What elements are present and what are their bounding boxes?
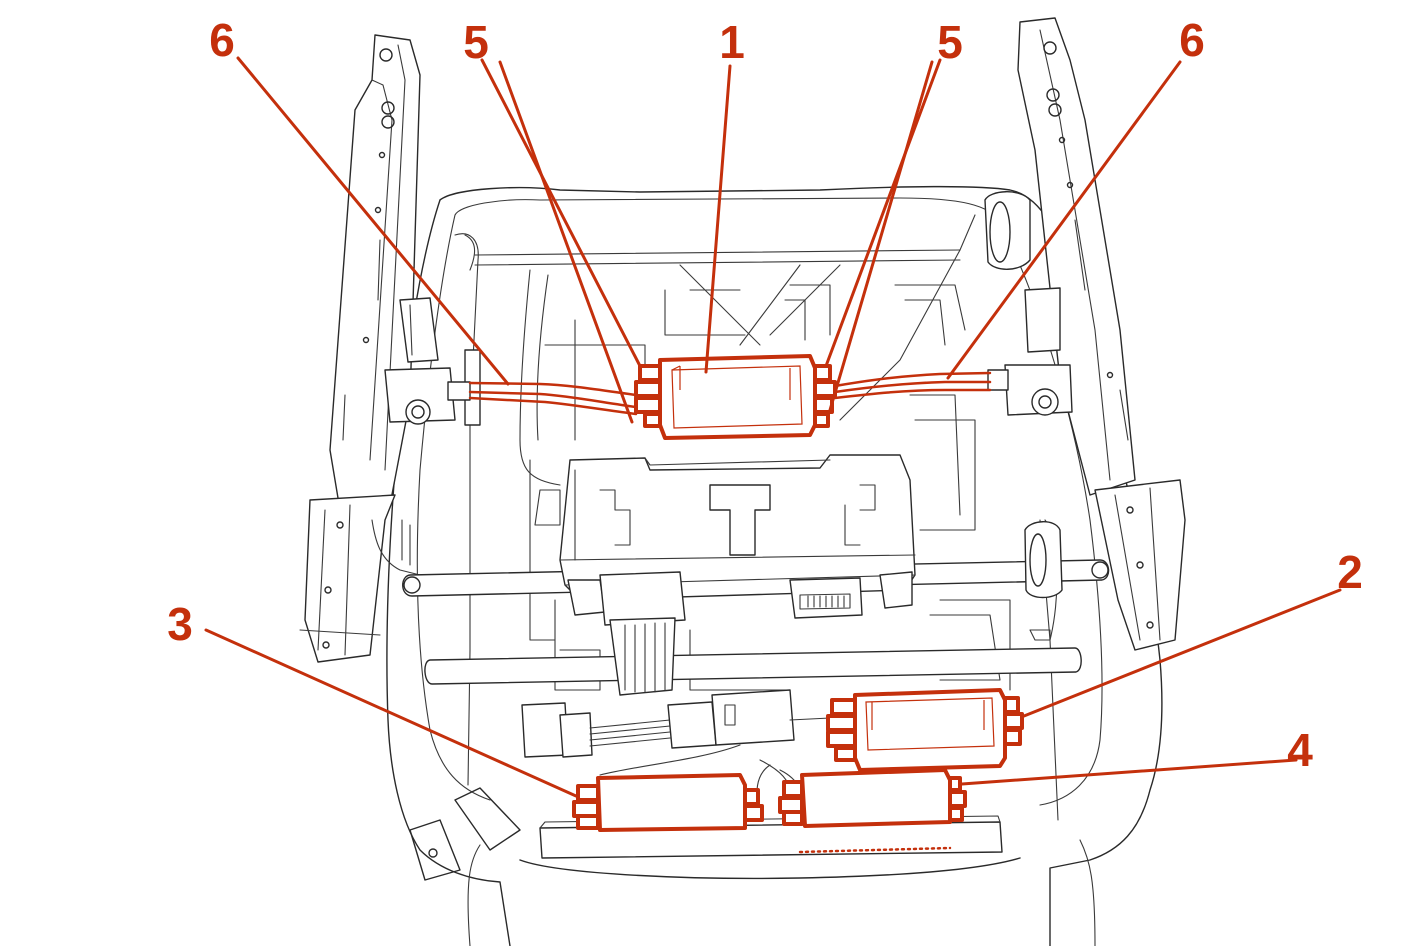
leader-5-left-a — [480, 58, 642, 368]
callout-6-right: 6 — [1179, 14, 1205, 66]
callout-3: 3 — [167, 598, 193, 650]
accent-dash — [798, 846, 952, 854]
leader-lines — [204, 56, 1342, 798]
module-3 — [572, 773, 764, 832]
callout-6-left: 6 — [209, 14, 235, 66]
seat-control-module — [559, 454, 916, 696]
module-1 — [634, 354, 837, 440]
harness-6-left — [468, 381, 638, 416]
leader-3 — [204, 628, 578, 798]
leader-1 — [704, 64, 732, 374]
left-seat-rail — [299, 34, 421, 663]
module-2 — [826, 688, 1024, 772]
callout-5-right: 5 — [937, 16, 963, 68]
leader-5-right-b — [828, 60, 934, 412]
callout-4: 4 — [1287, 724, 1313, 776]
left-buckle-sensor — [384, 297, 471, 425]
leader-4 — [960, 758, 1298, 786]
leader-2 — [1022, 588, 1342, 718]
callout-1: 1 — [719, 16, 745, 68]
leader-5-left-b — [498, 60, 634, 424]
module-4 — [778, 768, 967, 828]
callout-labels: 6 5 1 5 6 2 3 4 — [167, 14, 1363, 776]
harness-6-right — [833, 371, 992, 400]
callout-2: 2 — [1337, 546, 1363, 598]
leader-6-left — [236, 56, 510, 386]
callout-5-left: 5 — [463, 16, 489, 68]
right-buckle-sensor — [959, 191, 1073, 599]
leader-6-right — [946, 60, 1182, 380]
leader-5-right-a — [824, 58, 942, 368]
right-seat-rail — [1017, 17, 1186, 651]
